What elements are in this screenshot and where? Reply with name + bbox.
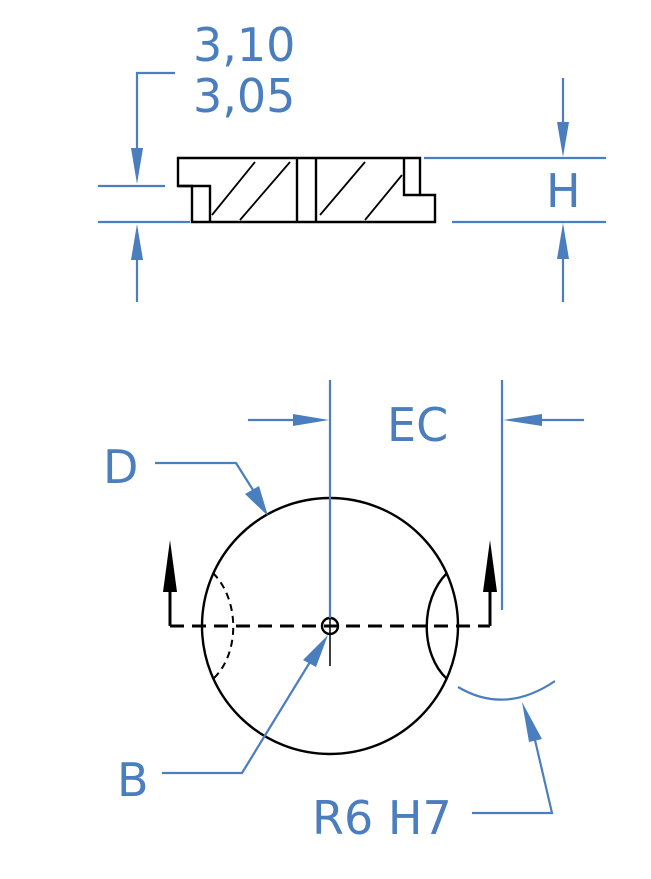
diameter-label: D (103, 440, 138, 494)
tolerance-upper-text: 3,10 (193, 18, 295, 72)
left-step (178, 184, 212, 222)
arrow-left-icon (503, 414, 542, 426)
arrow-icon (245, 486, 268, 516)
right-step (402, 158, 420, 197)
plan-view: EC D B R6 H7 (103, 380, 584, 845)
radius-leader (472, 739, 554, 815)
arrow-icon (522, 702, 542, 742)
arrow-down-icon (557, 122, 569, 157)
bore-label: B (117, 753, 149, 807)
section-outline (176, 156, 437, 224)
arrow-right-icon (293, 414, 329, 426)
view-arrow-left-icon (163, 540, 177, 592)
arrow-up-icon (557, 223, 569, 259)
height-label: H (546, 164, 581, 218)
arrow-up-icon (131, 224, 143, 260)
arrow-down-icon (131, 148, 143, 184)
section-view: 3,10 3,05 H (98, 18, 606, 302)
arrow-icon (303, 635, 328, 667)
right-cutout-arc (425, 572, 448, 680)
hatch-line (319, 161, 366, 216)
left-hidden-arc (212, 572, 235, 680)
radius-label: R6 H7 (312, 791, 452, 845)
radius-arc (457, 680, 556, 701)
view-arrow-right-icon (483, 540, 497, 592)
bore-leader (162, 661, 311, 775)
hatch-line (211, 161, 256, 216)
tolerance-leader (135, 71, 175, 150)
diameter-leader (155, 461, 254, 491)
hatch-line (239, 161, 291, 221)
ec-label: EC (387, 398, 448, 452)
tolerance-lower-text: 3,05 (193, 69, 295, 123)
hatch-line (364, 174, 403, 221)
